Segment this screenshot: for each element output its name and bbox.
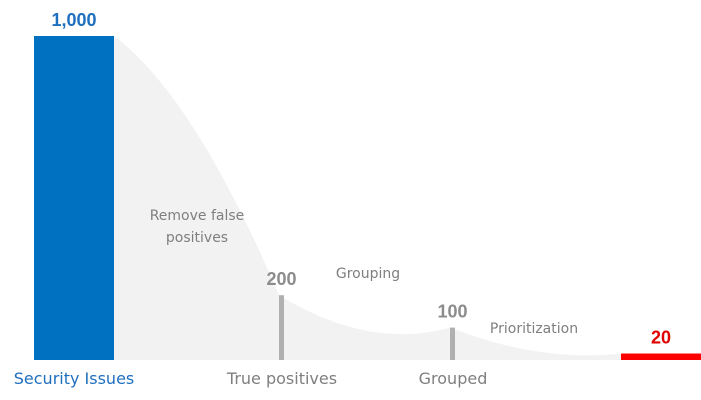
- bar-2: [450, 327, 455, 360]
- value-label-2: 100: [437, 302, 467, 322]
- step-label-2: Prioritization: [490, 321, 578, 337]
- category-label-2: Grouped: [419, 369, 488, 388]
- step-label-line: Remove false: [150, 208, 245, 224]
- category-label-0: Security Issues: [14, 369, 135, 388]
- value-label-1: 200: [266, 269, 296, 289]
- bar-3: [621, 353, 701, 360]
- step-label-1: Grouping: [336, 266, 400, 282]
- bar-1: [279, 295, 284, 360]
- step-label-line: Grouping: [336, 266, 400, 282]
- step-label-line: positives: [166, 230, 228, 246]
- step-label-0: Remove false positives: [150, 208, 245, 246]
- step-label-line: Prioritization: [490, 321, 578, 337]
- value-label-3: 20: [651, 328, 671, 348]
- funnel-area: [114, 36, 621, 360]
- value-label-0: 1,000: [51, 10, 96, 30]
- category-label-1: True positives: [226, 369, 337, 388]
- bar-0: [34, 36, 114, 360]
